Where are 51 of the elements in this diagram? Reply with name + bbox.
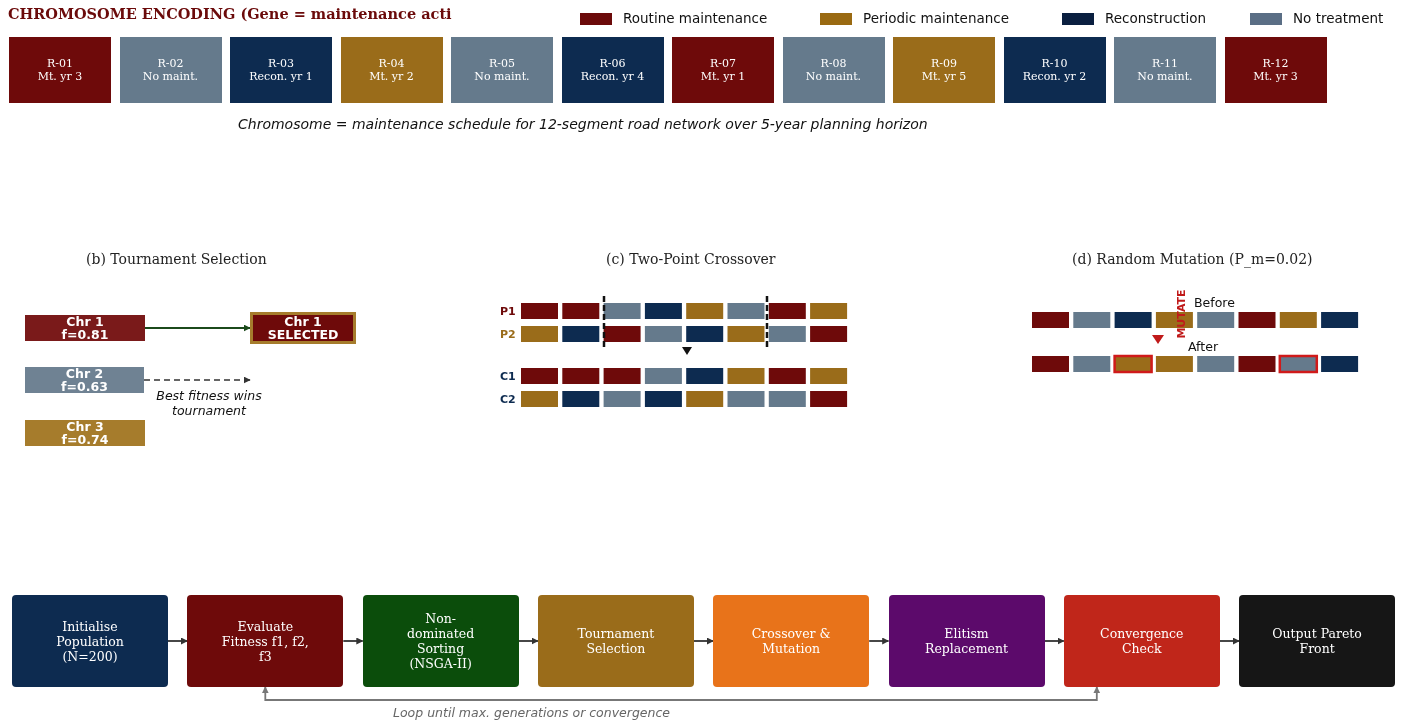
title: CHROMOSOME ENCODING (Gene = maintenance acti	[8, 5, 452, 22]
edge-label: Best fitness wins tournament	[156, 388, 262, 418]
gene-box: R-03 Recon. yr 1	[230, 37, 332, 103]
process-box: Crossover & Mutation	[713, 595, 870, 687]
legend-label: Routine maintenance	[623, 10, 768, 26]
gene-box: R-08 No maint.	[782, 37, 885, 103]
chromosome-box: Chr 2 f=0.63	[25, 367, 144, 393]
gene-box: R-07 Mt. yr 1	[672, 37, 774, 103]
arrow	[1043, 637, 1065, 645]
process-box: Output Pareto Front	[1239, 595, 1396, 687]
child-label: C1	[500, 370, 516, 383]
legend-label: Reconstruction	[1105, 10, 1207, 26]
arrow	[144, 324, 251, 332]
arrow	[517, 637, 539, 645]
chromosome-box: Chr 1 f=0.81	[25, 315, 145, 341]
arrow	[167, 637, 189, 645]
panel-title: (c) Two-Point Crossover	[606, 251, 776, 267]
row-label: Before	[1194, 295, 1235, 310]
arrow	[261, 686, 1101, 701]
process-box: Convergence Check	[1063, 595, 1220, 687]
arrow	[1218, 637, 1240, 645]
mutate-label: MUTATE	[1175, 288, 1187, 340]
process-box: Elitism Replacement	[888, 595, 1045, 687]
parent-label: P1	[500, 305, 516, 318]
gene-box: R-06 Recon. yr 4	[561, 37, 664, 103]
gene-box: R-09 Mt. yr 5	[893, 37, 995, 103]
gene-box: R-04 Mt. yr 2	[340, 37, 443, 103]
process-box: Non-dominated Sorting (NSGA-II)	[362, 595, 519, 687]
process-box: Tournament Selection	[537, 595, 694, 687]
process-box: Initialise Population (N=200)	[12, 595, 168, 687]
panel-title: (d) Random Mutation (P_m=0.02)	[1072, 251, 1313, 267]
parent-label: P2	[500, 328, 516, 341]
gene-box: R-01 Mt. yr 3	[9, 37, 111, 103]
arrow	[342, 637, 364, 645]
gene-box: R-12 Mt. yr 3	[1224, 37, 1327, 103]
legend-label: No treatment	[1293, 10, 1384, 26]
gene-box: R-02 No maint.	[119, 37, 222, 103]
child-label: C2	[500, 393, 516, 406]
gene-box: R-05 No maint.	[451, 37, 553, 103]
panel-title: (b) Tournament Selection	[86, 251, 267, 267]
chromosome-box: Chr 3 f=0.74	[25, 420, 145, 446]
chromosome-box: Chr 1 SELECTED	[250, 312, 356, 344]
row-label: After	[1188, 339, 1219, 354]
gene-box: R-11 No maint.	[1114, 37, 1216, 103]
arrow	[143, 376, 251, 384]
process-box: Evaluate Fitness f1, f2, f3	[187, 595, 344, 687]
arrow	[693, 637, 715, 645]
caption: Chromosome = maintenance schedule for 12-segment road network over 5-year planning horizon	[238, 116, 928, 132]
arrow	[868, 637, 890, 645]
legend-label: Periodic maintenance	[863, 10, 1009, 26]
gene-box: R-10 Recon. yr 2	[1003, 37, 1106, 103]
